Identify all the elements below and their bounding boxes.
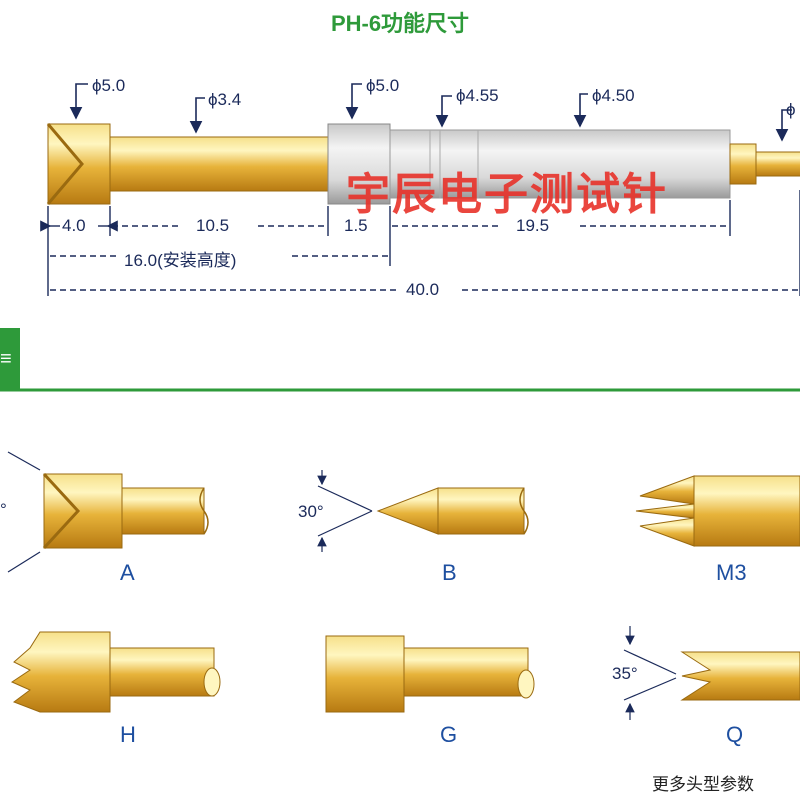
diameter-label-1: ϕ5.0 <box>92 76 126 95</box>
barrel-collar <box>327 123 391 205</box>
length-label-4: 19.5 <box>516 216 550 235</box>
head-g-label: G <box>440 722 458 747</box>
install-height-label: 16.0(安装高度) <box>124 251 237 270</box>
diameter-label-6: ϕ <box>786 100 796 119</box>
head-h-label: H <box>120 722 136 747</box>
head-style-b <box>317 470 529 552</box>
length-label-3: 1.5 <box>344 216 368 235</box>
more-head-types-link[interactable]: 更多头型参数 <box>652 775 754 794</box>
head-q-label: Q <box>726 722 744 747</box>
diameter-label-4: ϕ4.55 <box>456 86 499 105</box>
probe-assembly <box>46 123 800 205</box>
head-m3-label: M3 <box>716 560 747 585</box>
head-q-angle: 35° <box>612 664 638 683</box>
diameter-leaders <box>69 83 792 142</box>
crown-notch <box>46 123 84 205</box>
head-style-q <box>623 626 800 720</box>
section-marker: ≡ <box>0 328 20 390</box>
diameter-label-2: ϕ3.4 <box>208 90 242 109</box>
head-a-label: A <box>120 560 135 585</box>
diameter-label-5: ϕ4.50 <box>592 86 635 105</box>
page-title: PH-6功能尺寸 <box>330 11 470 36</box>
head-style-h <box>10 631 221 713</box>
tail-pin <box>755 151 800 177</box>
head-b-angle: 30° <box>298 502 324 521</box>
length-label-1: 4.0 <box>62 216 86 235</box>
diameter-label-3: ϕ5.0 <box>366 76 400 95</box>
dimension-lines <box>40 190 800 296</box>
watermark-text: 宇辰电子测试针 <box>346 170 668 219</box>
head-b-label: B <box>442 560 457 585</box>
head-style-m3 <box>635 475 800 547</box>
total-length-label: 40.0 <box>406 280 440 299</box>
head-a-angle: ° <box>0 500 7 519</box>
length-label-2: 10.5 <box>196 216 230 235</box>
head-style-g <box>325 635 535 713</box>
head-style-a <box>7 451 209 573</box>
tail-step <box>729 143 757 185</box>
plunger-shaft <box>109 136 329 192</box>
